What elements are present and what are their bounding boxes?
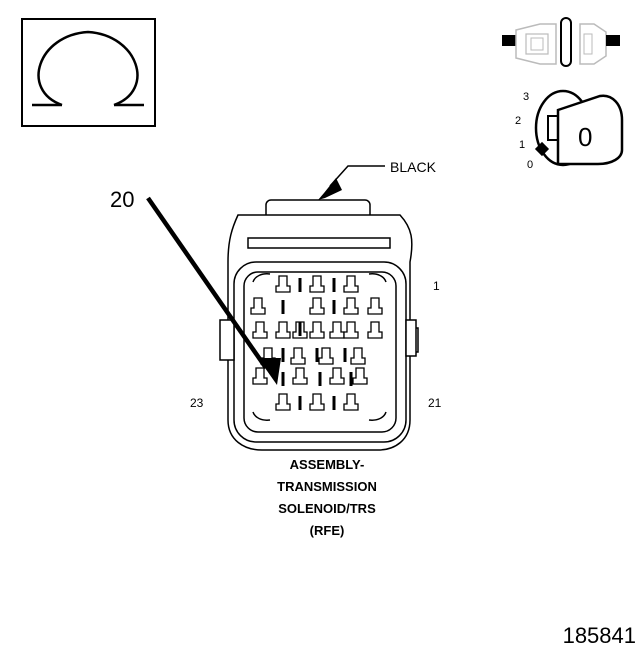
pin-cavity	[309, 321, 325, 339]
title-line-4: (RFE)	[310, 523, 345, 538]
cavity-divider	[332, 396, 336, 410]
pin-cavity	[350, 347, 366, 365]
title-line-2: TRANSMISSION	[277, 479, 377, 494]
cavity-divider	[281, 348, 285, 362]
pin-cavity	[292, 367, 308, 385]
pin-cavity	[275, 275, 291, 293]
pin-cavity	[252, 367, 268, 385]
pin-cavity	[367, 297, 383, 315]
pin-cavity	[352, 367, 368, 385]
figure-number: 185841	[563, 623, 636, 648]
pin-label-1: 1	[433, 279, 440, 293]
connector-color-label: BLACK	[390, 159, 437, 175]
pin-cavity	[275, 393, 291, 411]
pin-cavities	[250, 275, 383, 411]
cavity-divider	[281, 372, 285, 386]
ohm-icon	[32, 30, 144, 107]
cavity-divider	[349, 372, 353, 386]
title-line-3: SOLENOID/TRS	[278, 501, 376, 516]
pin-cavity	[343, 275, 359, 293]
cavity-divider	[298, 396, 302, 410]
corner-keys	[252, 273, 387, 421]
pin-cavity	[309, 297, 325, 315]
pin-cavity	[343, 321, 359, 339]
pin-cavity	[343, 297, 359, 315]
pin-cavity	[329, 367, 345, 385]
pin-label-23: 23	[190, 396, 204, 410]
cavity-divider	[343, 348, 347, 362]
pin-cavity	[343, 393, 359, 411]
cavity-divider	[281, 300, 285, 314]
black-leader-line	[318, 165, 385, 200]
ignition-position-1: 1	[519, 139, 525, 151]
ignition-current-position: 0	[578, 122, 592, 152]
ohm-symbol	[21, 18, 156, 127]
ignition-position-3: 3	[523, 91, 529, 103]
pin-cavity	[367, 321, 383, 339]
cavity-divider	[332, 300, 336, 314]
cavity-divider	[332, 278, 336, 292]
pin-cavity	[252, 321, 268, 339]
ignition-key-icon	[534, 89, 624, 167]
cavity-divider	[298, 278, 302, 292]
pin-label-21: 21	[428, 396, 442, 410]
ignition-position-2: 2	[515, 115, 521, 127]
connector-disconnected-icon	[502, 17, 620, 67]
title-line-1: ASSEMBLY-	[290, 457, 365, 472]
pin-20-leader-arrow	[146, 196, 281, 385]
ignition-position-0: 0	[527, 159, 533, 171]
pin-cavity	[250, 297, 266, 315]
pin-cavity	[318, 347, 334, 365]
pin-callout-number: 20	[110, 187, 134, 212]
connector-title: ASSEMBLY- TRANSMISSION SOLENOID/TRS (RFE…	[277, 457, 377, 538]
pin-cavity	[275, 321, 291, 339]
pin-cavity	[290, 347, 306, 365]
pin-cavity	[309, 275, 325, 293]
cavity-divider	[315, 348, 319, 362]
cavity-divider	[318, 372, 322, 386]
pin-cavity	[309, 393, 325, 411]
cavity-divider	[298, 322, 302, 336]
